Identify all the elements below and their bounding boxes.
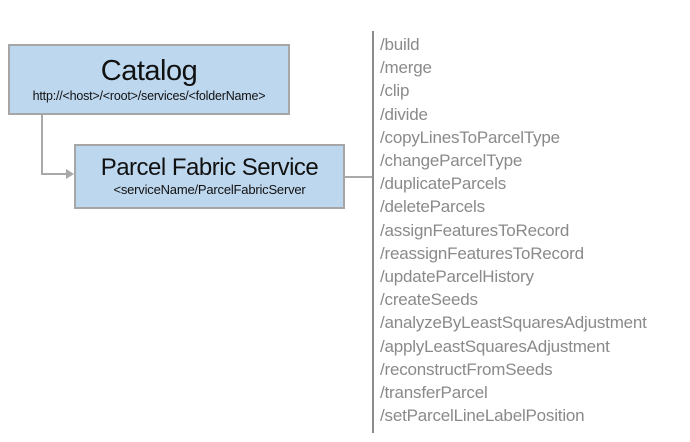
operation-item: /updateParcelHistory	[380, 267, 534, 287]
operations-divider-line	[372, 31, 374, 433]
operation-item: /divide	[380, 104, 428, 124]
operation-item: /createSeeds	[380, 290, 478, 310]
operation-item: /applyLeastSquaresAdjustment	[380, 336, 610, 356]
service-subtitle: <serviceName/ParcelFabricServer	[113, 181, 306, 197]
operation-item: /clip	[380, 81, 410, 101]
catalog-box: Catalog http://<host>/<root>/services/<f…	[8, 44, 290, 115]
parcel-fabric-service-box: Parcel Fabric Service <serviceName/Parce…	[74, 144, 345, 209]
operation-item: /transferParcel	[380, 383, 488, 403]
operation-item: /merge	[380, 58, 432, 78]
operation-item: /reassignFeaturesToRecord	[380, 243, 584, 263]
operation-item: /analyzeByLeastSquaresAdjustment	[380, 313, 647, 333]
operation-item: /changeParcelType	[380, 151, 523, 171]
operation-item: /assignFeaturesToRecord	[380, 220, 570, 240]
operation-item: /reconstructFromSeeds	[380, 359, 553, 379]
operation-item: /copyLinesToParcelType	[380, 127, 560, 147]
catalog-title: Catalog	[100, 54, 198, 87]
arrow-right-icon	[66, 169, 74, 179]
operation-item: /duplicateParcels	[380, 174, 507, 194]
operation-item: /deleteParcels	[380, 197, 485, 217]
operation-item: /setParcelLineLabelPosition	[380, 406, 585, 426]
catalog-url: http://<host>/<root>/services/<folderNam…	[32, 88, 266, 103]
operation-item: /build	[380, 35, 420, 54]
operations-list: /build/merge/clip/divide/copyLinesToParc…	[380, 33, 647, 427]
service-to-operations-connector-line	[345, 176, 372, 178]
catalog-connector-vertical-line	[41, 115, 43, 175]
catalog-connector-horizontal-line	[41, 173, 67, 175]
service-title: Parcel Fabric Service	[100, 154, 319, 182]
